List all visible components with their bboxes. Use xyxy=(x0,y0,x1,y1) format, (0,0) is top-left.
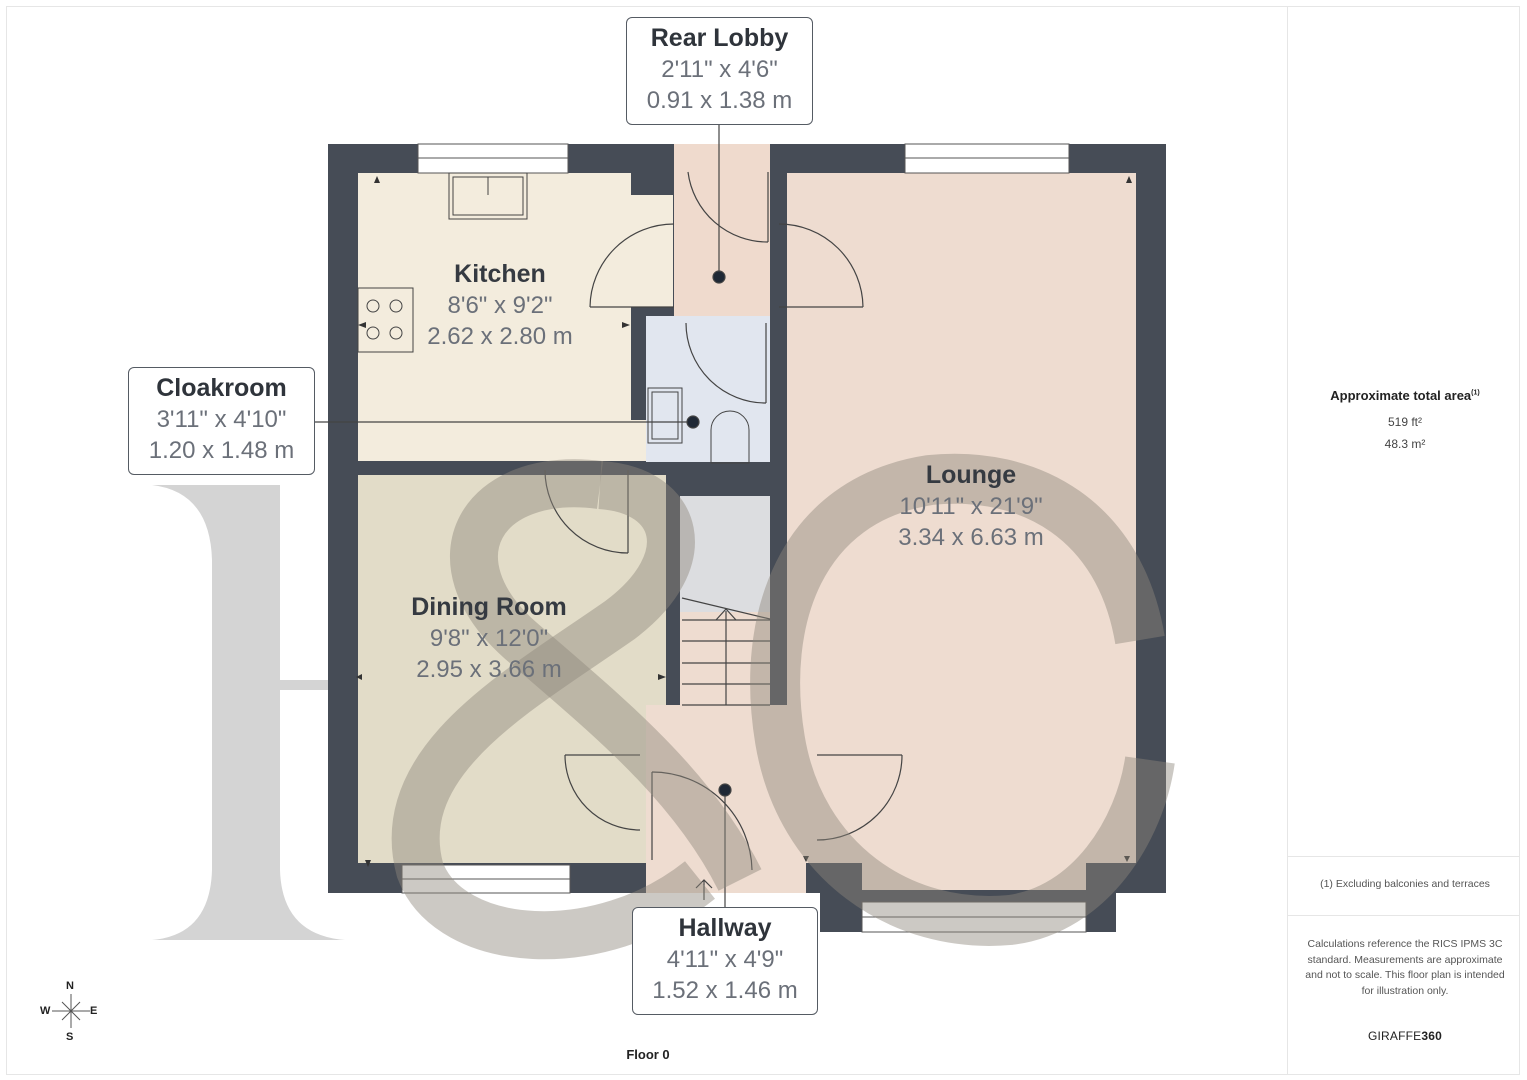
footnote-marker: (1) xyxy=(1471,389,1480,397)
compass-icon xyxy=(52,994,90,1028)
cloakroom-basin-icon xyxy=(647,387,683,444)
hob-icon xyxy=(357,287,414,353)
page-frame xyxy=(6,6,1520,1075)
room-label-dining-room: Dining Room 9'8" x 12'0" 2.95 x 3.66 m xyxy=(380,591,598,685)
watermark-f-letter xyxy=(152,485,345,940)
room-dimensions-imperial: 10'11" x 21'9" xyxy=(899,493,1043,520)
room-name: Hallway xyxy=(678,914,772,942)
total-area-sqft: 519 ft² xyxy=(1387,415,1423,429)
compass-east: E xyxy=(90,1005,98,1017)
brand-suffix: 360 xyxy=(1421,1029,1443,1043)
sidebar-divider xyxy=(1287,6,1288,1075)
compass-rose: N S E W xyxy=(38,978,104,1044)
callout-leaders xyxy=(314,124,732,907)
room-rear-lobby-floor xyxy=(674,144,770,316)
room-dimensions-imperial: 8'6" x 9'2" xyxy=(447,292,553,319)
door-swings xyxy=(544,171,903,871)
room-dimensions-metric: 0.91 x 1.38 m xyxy=(646,87,793,114)
kitchen-floor-extension xyxy=(358,420,674,461)
total-area-title-text: Approximate total area xyxy=(1330,388,1472,403)
floor-label: Floor 0 xyxy=(626,1047,670,1062)
room-callout-cloakroom: Cloakroom 3'11" x 4'10" 1.20 x 1.48 m xyxy=(128,367,315,475)
room-dimensions-imperial: 3'11" x 4'10" xyxy=(156,406,287,433)
room-label-kitchen: Kitchen 8'6" x 9'2" 2.62 x 2.80 m xyxy=(400,258,600,352)
room-name: Rear Lobby xyxy=(650,24,789,52)
room-label-lounge: Lounge 10'11" x 21'9" 3.34 x 6.63 m xyxy=(862,459,1080,553)
sidebar-separator xyxy=(1288,915,1520,916)
room-callout-rear-lobby: Rear Lobby 2'11" x 4'6" 0.91 x 1.38 m xyxy=(626,17,813,125)
toilet-icon xyxy=(710,410,750,464)
room-dimensions-metric: 2.62 x 2.80 m xyxy=(427,323,573,350)
room-name: Dining Room xyxy=(411,593,567,621)
room-dimensions-imperial: 4'11" x 4'9" xyxy=(666,946,784,973)
compass-north: N xyxy=(66,980,74,992)
room-hallway-floor xyxy=(646,705,806,893)
room-callout-hallway: Hallway 4'11" x 4'9" 1.52 x 1.46 m xyxy=(632,907,818,1015)
room-cupboard-floor xyxy=(680,496,770,616)
watermark-ampersand-c xyxy=(391,453,1175,960)
room-dimensions-imperial: 2'11" x 4'6" xyxy=(661,56,778,83)
footnote-text: (1) Excluding balconies and terraces xyxy=(1320,878,1490,890)
disclaimer-text: Calculations reference the RICS IPMS 3C … xyxy=(1305,938,1505,997)
room-dimensions-metric: 2.95 x 3.66 m xyxy=(416,656,562,683)
room-name: Cloakroom xyxy=(156,374,287,402)
total-area-sqm: 48.3 m² xyxy=(1384,437,1426,451)
kitchen-sink-icon xyxy=(448,172,528,220)
sidebar-separator xyxy=(1288,856,1520,857)
compass-west: W xyxy=(40,1005,51,1017)
stairs-floor xyxy=(680,612,770,706)
stairs-icon xyxy=(681,597,771,706)
kitchen-floor-extension xyxy=(631,195,673,307)
room-cloakroom-floor xyxy=(646,316,770,462)
room-lounge-floor xyxy=(787,173,1136,863)
room-dimensions-metric: 1.20 x 1.48 m xyxy=(148,437,295,464)
room-name: Lounge xyxy=(925,461,1017,489)
room-dining-floor xyxy=(358,475,666,863)
brand-prefix: GIRAFFE xyxy=(1367,1029,1422,1043)
room-kitchen-floor xyxy=(358,173,631,461)
brand-logo: GIRAFFE360 xyxy=(1290,1029,1520,1043)
room-dimensions-imperial: 9'8" x 12'0" xyxy=(429,625,549,652)
dimension-markers xyxy=(356,176,1132,867)
total-area-title: Approximate total area(1) xyxy=(1290,388,1520,403)
room-dimensions-metric: 3.34 x 6.63 m xyxy=(898,524,1044,551)
bay-floor xyxy=(862,860,1086,890)
compass-south: S xyxy=(66,1031,74,1043)
room-name: Kitchen xyxy=(454,260,546,288)
windows xyxy=(401,143,1087,933)
room-dimensions-metric: 1.52 x 1.46 m xyxy=(652,977,798,1004)
